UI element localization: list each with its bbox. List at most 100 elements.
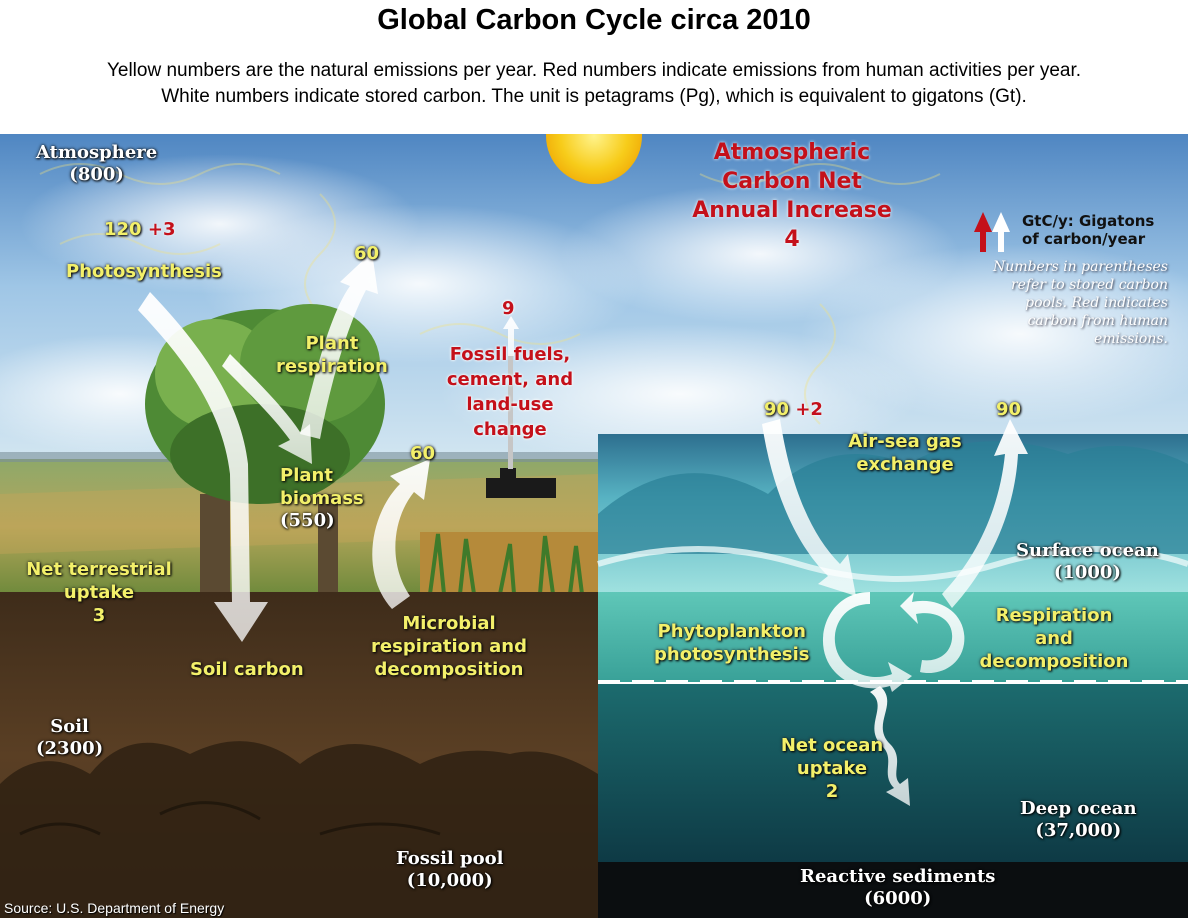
plant-biomass-value: (550) bbox=[280, 510, 335, 531]
reactive-sediments-label: Reactive sediments bbox=[800, 866, 996, 887]
fossil-pool: Fossil pool (10,000) bbox=[396, 848, 503, 892]
legend-note-line1: Numbers in parentheses bbox=[993, 259, 1168, 275]
plant-biomass-line2: biomass bbox=[280, 488, 364, 509]
unit-legend: GtC/y: Gigatons of carbon/year bbox=[1022, 212, 1154, 248]
net-ocean-value: 2 bbox=[825, 781, 839, 802]
net-terrestrial-line1: Net terrestrial bbox=[26, 559, 172, 580]
page-title: Global Carbon Cycle circa 2010 bbox=[377, 4, 811, 36]
soil-value: (2300) bbox=[36, 738, 104, 759]
microbial-respiration-value: 60 bbox=[410, 443, 436, 464]
air-sea-in-flux: 90 +2 bbox=[764, 398, 823, 421]
surface-ocean-value: (1000) bbox=[1053, 562, 1121, 583]
plant-respiration-value: 60 bbox=[354, 243, 380, 264]
air-sea-out-arrow bbox=[942, 419, 1028, 608]
surface-ocean-pool: Surface ocean (1000) bbox=[1016, 540, 1159, 584]
net-terrestrial-uptake: Net terrestrial uptake 3 bbox=[14, 558, 184, 627]
sun-icon bbox=[546, 134, 642, 184]
net-ocean-line1: Net ocean bbox=[780, 735, 884, 756]
legend-note-line2: refer to stored carbon bbox=[1010, 277, 1168, 293]
air-sea-label-line1: Air-sea gas bbox=[848, 431, 962, 452]
microbial-respiration-arrow bbox=[372, 459, 430, 609]
legend-note-line4: carbon from human bbox=[1027, 313, 1168, 329]
power-plant-icon bbox=[486, 354, 556, 498]
deep-ocean-value: (37,000) bbox=[1035, 820, 1122, 841]
air-sea-in-arrow bbox=[762, 419, 856, 596]
photosynthesis-arrow bbox=[138, 292, 268, 642]
photosynthesis-natural-value: 120 bbox=[104, 219, 142, 240]
plant-respiration-arrow bbox=[300, 252, 378, 439]
ocean-respiration-label: Respiration and decomposition bbox=[974, 604, 1134, 673]
ocean-respiration-line2: and bbox=[1035, 628, 1073, 649]
atmosphere-label: Atmosphere bbox=[36, 142, 158, 163]
microbial-respiration-label: Microbial respiration and decomposition bbox=[364, 612, 534, 681]
soil-pool: Soil (2300) bbox=[36, 716, 103, 760]
atmospheric-increase-line1: Atmospheric bbox=[713, 140, 871, 165]
grasses bbox=[420, 532, 598, 595]
fossil-fuel-line4: change bbox=[473, 419, 547, 440]
ocean-respiration-line1: Respiration bbox=[995, 605, 1113, 626]
reactive-sediments-value: (6000) bbox=[864, 888, 932, 909]
fossil-fuel-line1: Fossil fuels, bbox=[449, 344, 571, 365]
plant-biomass-line1: Plant bbox=[280, 465, 333, 486]
soil-carbon-label: Soil carbon bbox=[190, 659, 304, 680]
phytoplankton-label: Phytoplankton photosynthesis bbox=[654, 620, 810, 666]
surface-ocean-label: Surface ocean bbox=[1016, 540, 1159, 561]
fossil-fuel-value: 9 bbox=[502, 298, 515, 319]
plant-respiration-line1: Plant bbox=[305, 333, 359, 354]
net-ocean-uptake: Net ocean uptake 2 bbox=[762, 734, 902, 803]
air-sea-label-line2: exchange bbox=[856, 454, 954, 475]
net-terrestrial-value: 3 bbox=[92, 605, 106, 626]
carbon-cycle-illustration: Atmosphere (800) 120 +3 Photosynthesis 6… bbox=[0, 134, 1188, 918]
net-terrestrial-line2: uptake bbox=[63, 582, 135, 603]
atmospheric-increase-line3: Annual Increase bbox=[692, 198, 892, 223]
microbial-line1: Microbial bbox=[402, 613, 496, 634]
subtitle-line-2: White numbers indicate stored carbon. Th… bbox=[161, 86, 1027, 107]
unit-legend-line2: of carbon/year bbox=[1022, 230, 1146, 248]
fossil-fuel-arrow bbox=[503, 316, 519, 356]
soil-label: Soil bbox=[50, 716, 89, 737]
atmospheric-increase: Atmospheric Carbon Net Annual Increase 4 bbox=[682, 138, 902, 254]
atmosphere-value: (800) bbox=[69, 164, 124, 185]
photosynthesis-flux: 120 +3 bbox=[104, 218, 175, 241]
plant-biomass-pool: Plant biomass (550) bbox=[280, 464, 364, 532]
scene-artwork bbox=[0, 134, 1188, 918]
photosynthesis-label: Photosynthesis bbox=[66, 261, 222, 282]
air-sea-gas-exchange-label: Air-sea gas exchange bbox=[840, 430, 970, 476]
phytoplankton-line2: photosynthesis bbox=[654, 644, 810, 665]
fossil-rock bbox=[0, 741, 598, 918]
air-sea-out-value: 90 bbox=[996, 399, 1022, 420]
reactive-sediments-pool: Reactive sediments (6000) bbox=[800, 866, 995, 910]
plant-respiration-label: Plant respiration bbox=[276, 332, 388, 378]
atmospheric-increase-line2: Carbon Net bbox=[722, 169, 862, 194]
phytoplankton-loop-arrow bbox=[822, 592, 912, 692]
air-sea-in-human: +2 bbox=[795, 399, 823, 420]
air-sea-in-natural: 90 bbox=[764, 399, 790, 420]
fossil-pool-label: Fossil pool bbox=[396, 848, 504, 869]
legend-note-line5: emissions. bbox=[1094, 331, 1168, 347]
fossil-pool-value: (10,000) bbox=[406, 870, 493, 891]
legend-note-line3: pools. Red indicates bbox=[1025, 295, 1168, 311]
fossil-fuel-line2: cement, and bbox=[446, 369, 574, 390]
fossil-fuel-label: Fossil fuels, cement, and land-use chang… bbox=[440, 342, 580, 442]
net-ocean-uptake-arrow bbox=[870, 686, 910, 806]
fossil-fuel-line3: land-use bbox=[466, 394, 554, 415]
phytoplankton-line1: Phytoplankton bbox=[657, 621, 806, 642]
net-ocean-line2: uptake bbox=[796, 758, 868, 779]
microbial-line3: decomposition bbox=[374, 659, 524, 680]
plant-respiration-line2: respiration bbox=[276, 356, 388, 377]
heat-swirls bbox=[39, 163, 941, 425]
source-credit: Source: U.S. Department of Energy bbox=[4, 900, 225, 916]
ocean-respiration-line3: decomposition bbox=[979, 651, 1129, 672]
flux-arrows bbox=[138, 252, 1028, 806]
photosynthesis-branch-arrow bbox=[222, 354, 312, 464]
legend-arrows-icon bbox=[974, 212, 1010, 252]
atmospheric-increase-value: 4 bbox=[784, 227, 800, 252]
microbial-line2: respiration and bbox=[371, 636, 527, 657]
atmosphere-pool: Atmosphere (800) bbox=[36, 142, 157, 186]
deep-ocean-pool: Deep ocean (37,000) bbox=[1020, 798, 1137, 842]
subtitle-line-1: Yellow numbers are the natural emissions… bbox=[106, 60, 1082, 81]
page-subtitle: Yellow numbers are the natural emissions… bbox=[0, 58, 1188, 110]
unit-legend-line1: GtC/y: Gigatons bbox=[1022, 212, 1155, 230]
sediment-layer bbox=[598, 862, 1188, 918]
deep-ocean-label: Deep ocean bbox=[1020, 798, 1137, 819]
